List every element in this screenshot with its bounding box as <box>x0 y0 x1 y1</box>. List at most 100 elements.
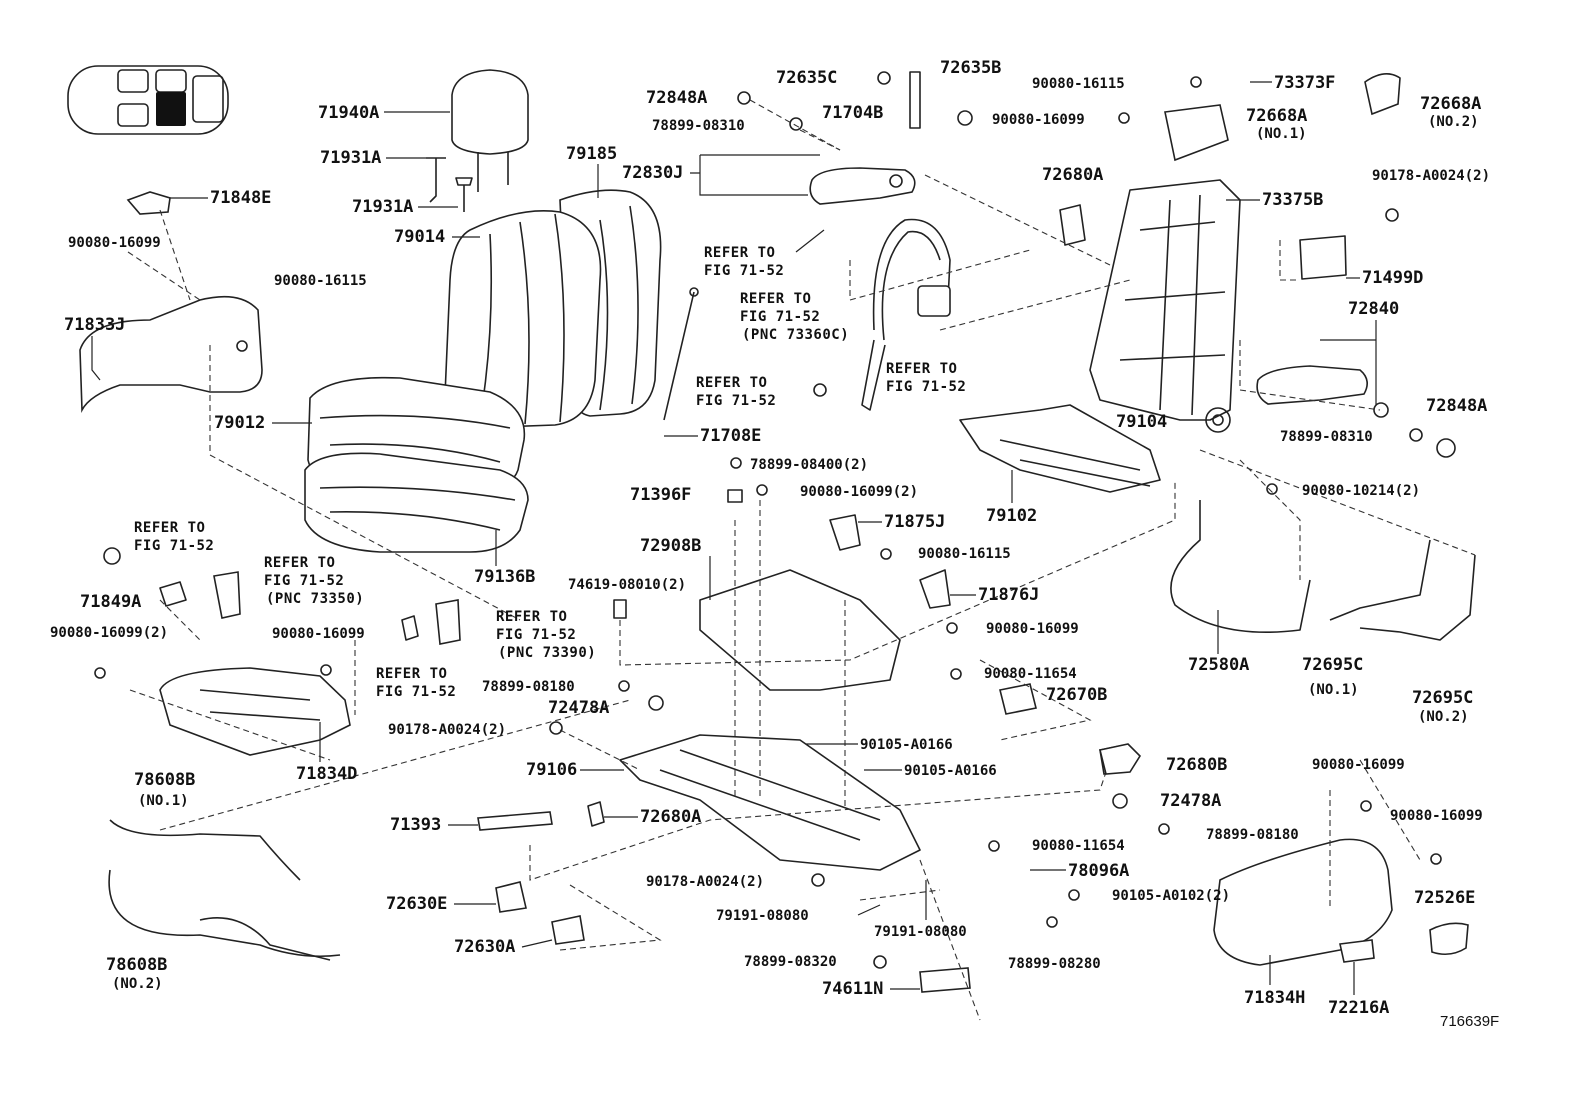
refer-note-line: (PNC 73360C) <box>742 327 849 343</box>
part-label: 79136B <box>474 567 535 587</box>
part-label: 90080-16099 <box>986 621 1079 637</box>
part-label: 71931A <box>352 197 413 217</box>
part-label: 73373F <box>1274 73 1335 93</box>
part-label: 72848A <box>646 88 707 108</box>
part-label: 78608B <box>134 770 195 790</box>
part-label: 71940A <box>318 103 379 123</box>
refer-note-line: FIG 71-52 <box>696 393 776 409</box>
part-label: 90080-16099 <box>1390 808 1483 824</box>
part-label: 72908B <box>640 536 701 556</box>
seat-adjuster-drawing <box>619 514 951 871</box>
headrest-drawing <box>426 69 529 212</box>
seat-cushion-drawing <box>304 376 529 553</box>
part-label: 90105-A0166 <box>860 737 953 753</box>
part-label: 71499D <box>1362 268 1423 288</box>
refer-note-line: REFER TO <box>696 375 767 391</box>
part-labels: 71940A 71931A 71931A 71848E 90080-16099 … <box>50 58 1490 1018</box>
part-label: 72695C <box>1302 655 1363 675</box>
armrest-drawing <box>809 167 1368 405</box>
part-label: 78899-08310 <box>1280 429 1373 445</box>
part-label: 72680A <box>640 807 701 827</box>
part-label: 78899-08180 <box>482 679 575 695</box>
part-label: 72695C <box>1412 688 1473 708</box>
part-label: 71875J <box>884 512 945 532</box>
refer-note-line: (PNC 73390) <box>498 645 596 661</box>
refer-note-line: FIG 71-52 <box>134 538 214 554</box>
dashed-guides <box>127 99 1476 1021</box>
part-label: 72840 <box>1348 299 1399 319</box>
part-label: 90080-16099(2) <box>50 625 168 641</box>
part-label: 72526E <box>1414 888 1475 908</box>
part-label: 78899-08180 <box>1206 827 1299 843</box>
seat-belt-drawing <box>861 218 951 411</box>
part-label: 90080-16099 <box>272 626 365 642</box>
part-label: 74611N <box>822 979 883 999</box>
part-label: 71834D <box>296 764 357 784</box>
refer-note-line: FIG 71-52 <box>376 684 456 700</box>
part-label: 73375B <box>1262 190 1323 210</box>
refer-note-line: REFER TO <box>496 609 567 625</box>
refer-note-line: REFER TO <box>886 361 957 377</box>
part-label: 90178-A0024(2) <box>646 874 764 890</box>
cable-drawing <box>108 500 1476 961</box>
part-label: 78899-08280 <box>1008 956 1101 972</box>
part-label: 78899-08310 <box>652 118 745 134</box>
part-label: 71833J <box>64 315 125 335</box>
part-label: 90080-16099(2) <box>800 484 918 500</box>
part-label: 72478A <box>1160 791 1221 811</box>
part-label: 71876J <box>978 585 1039 605</box>
part-label: 90080-16099 <box>992 112 1085 128</box>
part-label: 72680B <box>1166 755 1227 775</box>
part-label: 71931A <box>320 148 381 168</box>
refer-note-line: FIG 71-52 <box>264 573 344 589</box>
part-label: 90105-A0166 <box>904 763 997 779</box>
part-label: 72478A <box>548 698 609 718</box>
part-label: 71849A <box>80 592 141 612</box>
part-label: 90080-16115 <box>274 273 367 289</box>
part-label: 90080-11654 <box>1032 838 1125 854</box>
part-label: 72668A <box>1420 94 1481 114</box>
seat-back-frame-drawing <box>1059 179 1347 433</box>
refer-notes: REFER TO FIG 71-52 REFER TO FIG 71-52 (P… <box>134 229 966 700</box>
part-label: 79104 <box>1116 412 1167 432</box>
part-label: 72830J <box>622 163 683 183</box>
part-label: 72668A <box>1246 106 1307 126</box>
part-label: 90080-16099 <box>68 235 161 251</box>
part-label: 71393 <box>390 815 441 835</box>
part-label: (NO.1) <box>1256 126 1307 142</box>
refer-note-line: REFER TO <box>740 291 811 307</box>
part-label: 79185 <box>566 144 617 164</box>
part-label: 90178-A0024(2) <box>1372 168 1490 184</box>
refer-note-line: FIG 71-52 <box>740 309 820 325</box>
part-label: (NO.1) <box>138 793 189 809</box>
part-label: 78096A <box>1068 861 1129 881</box>
part-label: 78899-08320 <box>744 954 837 970</box>
right-side-cover-drawing <box>1213 838 1469 966</box>
part-label: 74619-08010(2) <box>568 577 686 593</box>
part-label: 78608B <box>106 955 167 975</box>
refer-note-line: REFER TO <box>264 555 335 571</box>
seat-cushion-frame-drawing <box>959 404 1161 493</box>
refer-note-line: FIG 71-52 <box>496 627 576 643</box>
part-label: 72216A <box>1328 998 1389 1018</box>
part-label: 72580A <box>1188 655 1249 675</box>
part-label: 90105-A0102(2) <box>1112 888 1230 904</box>
part-label: 72635B <box>940 58 1001 78</box>
seat-back-drawing <box>444 189 699 429</box>
part-label: 79191-08080 <box>716 908 809 924</box>
part-label: 79102 <box>986 506 1037 526</box>
refer-note-line: FIG 71-52 <box>704 263 784 279</box>
part-label: 79106 <box>526 760 577 780</box>
part-label: 90080-10214(2) <box>1302 483 1420 499</box>
part-label: 90178-A0024(2) <box>388 722 506 738</box>
part-label: 90080-11654 <box>984 666 1077 682</box>
refer-note-line: FIG 71-52 <box>886 379 966 395</box>
part-label: 79012 <box>214 413 265 433</box>
seat-location-icon <box>67 65 229 135</box>
part-label: 90080-16115 <box>1032 76 1125 92</box>
part-label: 79014 <box>394 227 445 247</box>
part-label: 90080-16099 <box>1312 757 1405 773</box>
diagram-id: 716639F <box>1440 1013 1499 1030</box>
